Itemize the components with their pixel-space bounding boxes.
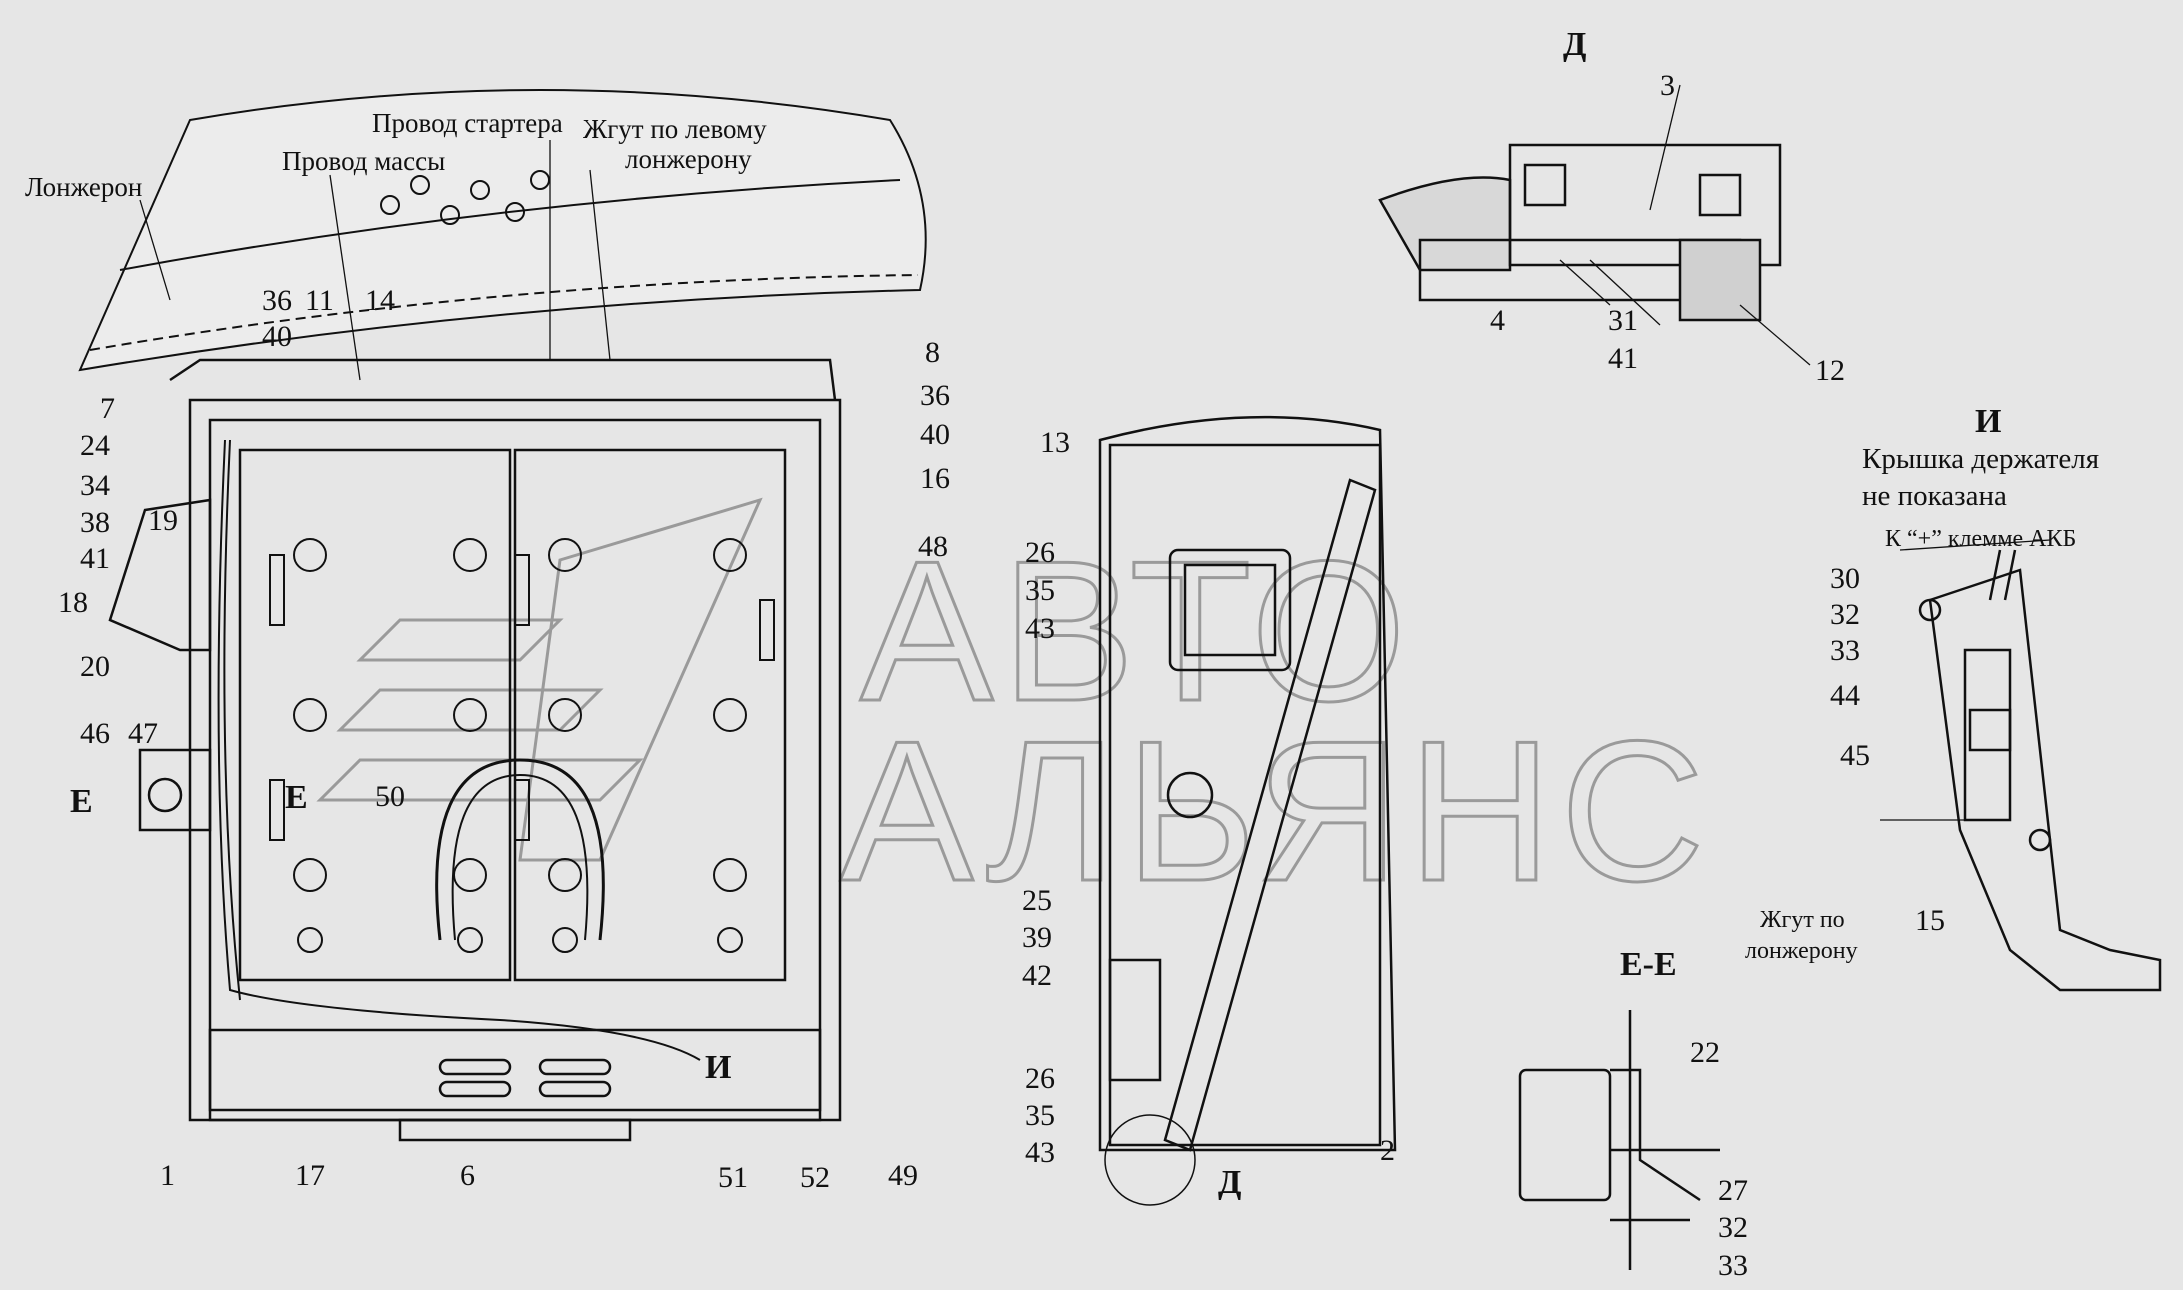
callout-26-upper: 26 <box>1025 536 1055 569</box>
watermark-line-2: АЛЬЯНС <box>840 700 1713 923</box>
callout-1: 1 <box>160 1159 175 1192</box>
callout-20: 20 <box>80 650 110 683</box>
callout-7: 7 <box>100 392 115 425</box>
side-holder <box>108 498 212 832</box>
view-d-label-top: Д <box>1563 26 1586 63</box>
callout-24: 24 <box>80 429 110 462</box>
view-i-marker: И <box>705 1049 731 1086</box>
callout-18: 18 <box>58 586 88 619</box>
callout-41-d: 41 <box>1608 342 1638 375</box>
caption-harness-left-2: лонжерону <box>625 144 752 174</box>
callout-35-upper: 35 <box>1025 574 1055 607</box>
callout-40-right: 40 <box>920 418 950 451</box>
callout-16: 16 <box>920 462 950 495</box>
callout-32-i: 32 <box>1830 598 1860 631</box>
section-ee-label: Е-Е <box>1620 946 1677 983</box>
view-d-label-bottom: Д <box>1218 1164 1241 1201</box>
callout-38: 38 <box>80 506 110 539</box>
callout-47: 47 <box>128 717 158 750</box>
callout-2: 2 <box>1380 1134 1395 1167</box>
callouts: 1 2 3 4 6 7 8 11 12 13 14 15 16 17 18 19… <box>58 69 1945 1282</box>
callout-46: 46 <box>80 717 110 750</box>
callout-11: 11 <box>305 284 334 317</box>
view-d-drawing <box>1378 143 1782 322</box>
view-i-drawing <box>1918 549 2162 992</box>
callout-17: 17 <box>295 1159 325 1192</box>
caption-to-terminal: К “+” клемме АКБ <box>1885 526 2076 552</box>
caption-harness-long-2: лонжерону <box>1745 938 1858 964</box>
callout-33-ee: 33 <box>1718 1249 1748 1282</box>
callout-33-i: 33 <box>1830 634 1860 667</box>
section-e-right: Е <box>285 779 308 816</box>
callout-13: 13 <box>1040 426 1070 459</box>
callout-15: 15 <box>1915 904 1945 937</box>
battery-box-front <box>169 358 842 1142</box>
callout-6: 6 <box>460 1159 475 1192</box>
callout-44: 44 <box>1830 679 1860 712</box>
callout-36-right: 36 <box>920 379 950 412</box>
caption-longeron: Лонжерон <box>25 172 142 202</box>
callout-51: 51 <box>718 1161 748 1194</box>
callout-42: 42 <box>1022 959 1052 992</box>
section-e-left: Е <box>70 783 93 820</box>
leader-lines <box>139 84 2051 821</box>
callout-35-lower: 35 <box>1025 1099 1055 1132</box>
longeron-drawing <box>78 89 927 372</box>
callout-40-left: 40 <box>262 320 292 353</box>
callout-4: 4 <box>1490 304 1505 337</box>
callout-43-upper: 43 <box>1025 612 1055 645</box>
caption-harness-left-1: Жгут по левому <box>583 114 767 144</box>
section-ee-drawing <box>1518 1010 1720 1270</box>
callout-3: 3 <box>1660 69 1675 102</box>
caption-cover-note-1: Крышка держателя <box>1862 443 2099 475</box>
callout-32-ee: 32 <box>1718 1211 1748 1244</box>
callout-49: 49 <box>888 1159 918 1192</box>
caption-harness-long-1: Жгут по <box>1760 907 1845 933</box>
callout-14: 14 <box>365 284 395 317</box>
callout-52: 52 <box>800 1161 830 1194</box>
callout-50: 50 <box>375 780 405 813</box>
callout-8: 8 <box>925 336 940 369</box>
callout-27: 27 <box>1718 1174 1748 1207</box>
callout-31: 31 <box>1608 304 1638 337</box>
callout-26-lower: 26 <box>1025 1062 1055 1095</box>
callout-48: 48 <box>918 530 948 563</box>
callout-43-lower: 43 <box>1025 1136 1055 1169</box>
callout-12: 12 <box>1815 354 1845 387</box>
battery-box-side <box>1098 415 1397 1206</box>
caption-starter-wire: Провод стартера <box>372 108 563 138</box>
watermark-line-1: АВТО <box>860 520 1414 743</box>
callout-22: 22 <box>1690 1036 1720 1069</box>
callout-45: 45 <box>1840 739 1870 772</box>
callout-30: 30 <box>1830 562 1860 595</box>
caption-mass-wire: Провод массы <box>282 146 445 176</box>
watermark: АВТО АЛЬЯНС <box>316 497 1713 925</box>
callout-25: 25 <box>1022 884 1052 917</box>
callout-34: 34 <box>80 469 110 502</box>
caption-cover-note-2: не показана <box>1862 480 2007 512</box>
view-i-title: И <box>1975 403 2001 440</box>
callout-19: 19 <box>148 504 178 537</box>
callout-39: 39 <box>1022 921 1052 954</box>
callout-41-main: 41 <box>80 542 110 575</box>
callout-36-left: 36 <box>262 284 292 317</box>
